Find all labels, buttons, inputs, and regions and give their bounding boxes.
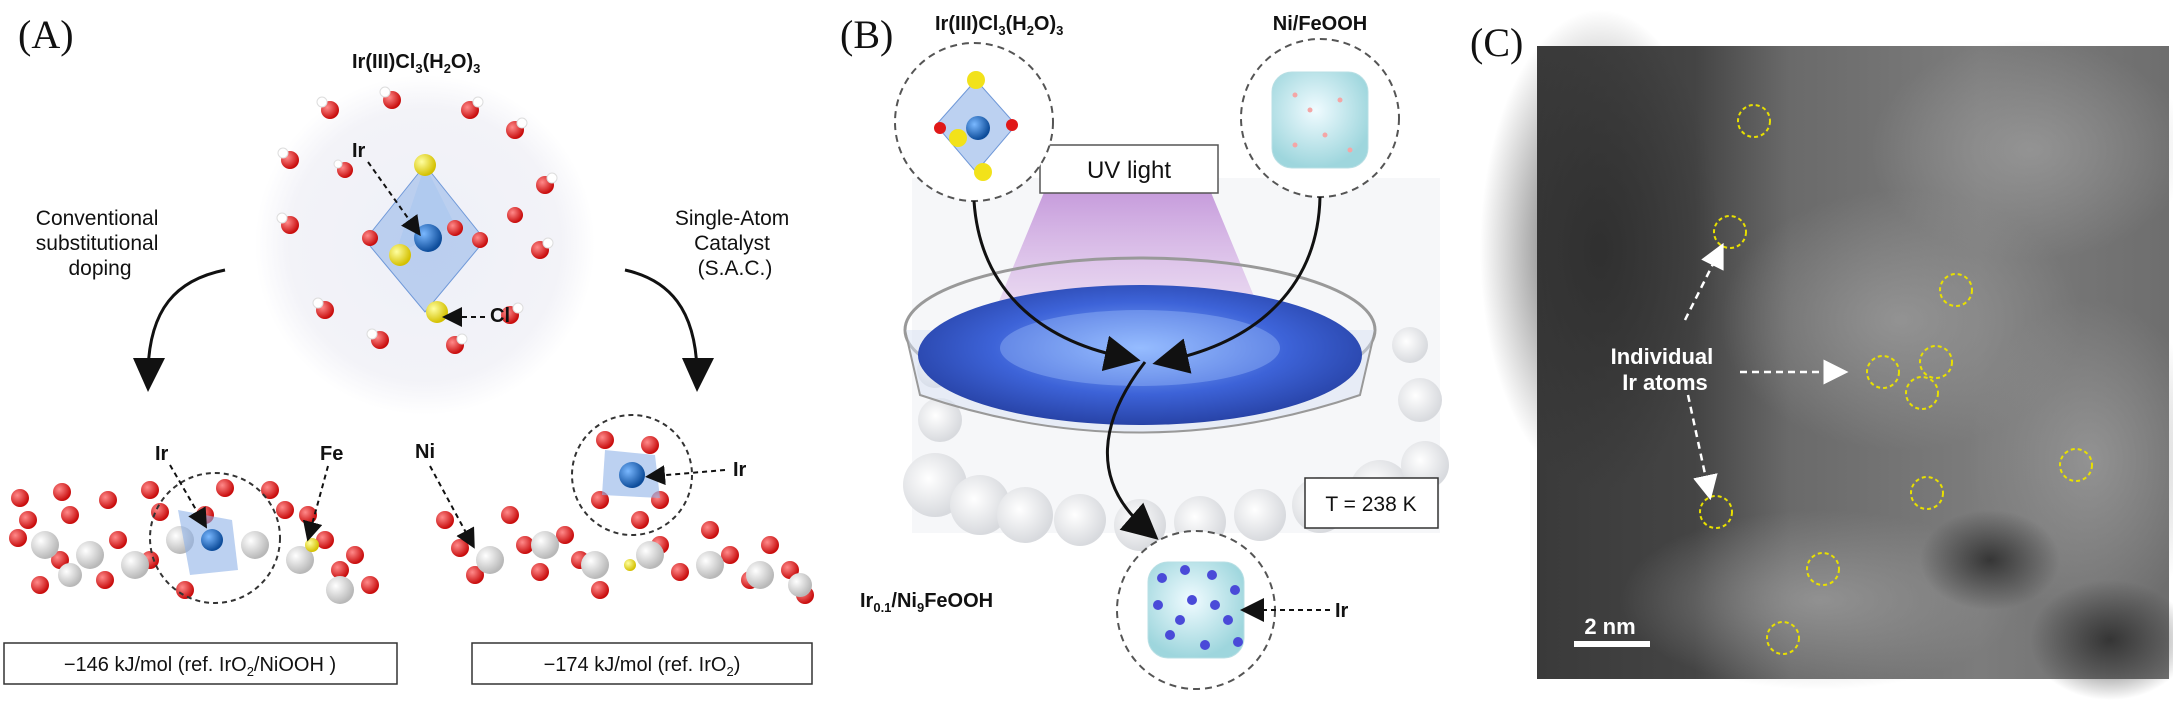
- stem-texture: [1480, 10, 2173, 700]
- energy-right: −174 kJ/mol (ref. IrO2): [544, 654, 741, 679]
- atom-marker: [2059, 448, 2093, 482]
- precursor-title-b: Ir(III)Cl3(H2O)3: [935, 13, 1063, 38]
- support-arrow: [1152, 196, 1322, 374]
- energy-box-right: [471, 642, 813, 685]
- scalebar: [1574, 641, 1650, 647]
- fe-label-left: Fe: [320, 443, 343, 465]
- scalebar-label: 2 nm: [1584, 614, 1635, 639]
- support-particle: [1271, 71, 1369, 169]
- right-lattice: [436, 414, 814, 604]
- cl-label-a: Cl: [490, 305, 510, 327]
- atom-marker: [1905, 376, 1939, 410]
- panel-c-figure: (C) Individual Ir atoms 2 nm: [1470, 10, 2173, 700]
- panel-c-label: (C): [1470, 20, 1523, 65]
- panel-a: (A) Ir(III)Cl3(H2O)3 Ir Cl Conv: [0, 0, 850, 709]
- ir-label-b: Ir: [1335, 600, 1349, 622]
- panel-b: (B) UV light T = 238 K Ir(III)Cl3(H2O)3 …: [840, 0, 1480, 709]
- panel-a-label: (A): [18, 12, 74, 57]
- panel-b-label: (B): [840, 12, 893, 57]
- ir-label-left: Ir: [155, 443, 169, 465]
- panel-c: (C) Individual Ir atoms 2 nm: [1470, 0, 2173, 709]
- ni-label-right: Ni: [415, 441, 435, 463]
- temperature-box: [1304, 477, 1439, 529]
- uv-box: [1039, 144, 1219, 194]
- ir-label-right: Ir: [733, 459, 747, 481]
- precursor-title-a: Ir(III)Cl3(H2O)3: [352, 51, 480, 76]
- left-route-arrow: [146, 268, 226, 371]
- atom-marker: [1866, 355, 1900, 389]
- precursor-arrow: [972, 200, 1141, 372]
- ir-atom-markers: [1699, 104, 2093, 655]
- left-lattice: [9, 472, 379, 604]
- water-molecules: [276, 86, 558, 354]
- atom-marker: [1737, 104, 1771, 138]
- panel-b-figure: (B) UV light T = 238 K Ir(III)Cl3(H2O)3 …: [840, 12, 1449, 690]
- atom-marker: [1713, 215, 1747, 249]
- atom-marker: [1699, 495, 1733, 529]
- right-route-text: Single-Atom Catalyst (S.A.C.): [675, 207, 795, 280]
- uv-label: UV light: [1087, 157, 1171, 184]
- energy-box-left: [3, 642, 398, 685]
- precursor-octahedron-b: [934, 71, 1018, 181]
- temperature-label: T = 238 K: [1325, 493, 1416, 516]
- ir-label-a: Ir: [352, 140, 366, 162]
- left-route-text: Conventional substitutional doping: [36, 207, 164, 280]
- product-arrow: [1105, 361, 1159, 540]
- product-title: Ir0.1/Ni9FeOOH: [860, 590, 993, 615]
- energy-left: −146 kJ/mol (ref. IrO2/NiOOH ): [64, 654, 336, 679]
- atom-marker: [1910, 476, 1944, 510]
- atom-marker: [1939, 273, 1973, 307]
- support-dots: [1292, 92, 1353, 153]
- panel-a-figure: (A) Ir(III)Cl3(H2O)3 Ir Cl Conv: [3, 12, 814, 685]
- annotation-text: Individual Ir atoms: [1611, 344, 1720, 395]
- atom-marker: [1919, 345, 1953, 379]
- right-route-arrow: [624, 268, 699, 371]
- atom-marker: [1806, 552, 1840, 586]
- atom-marker: [1766, 621, 1800, 655]
- support-title: Ni/FeOOH: [1273, 13, 1367, 35]
- ir-atoms-product: [1153, 565, 1243, 650]
